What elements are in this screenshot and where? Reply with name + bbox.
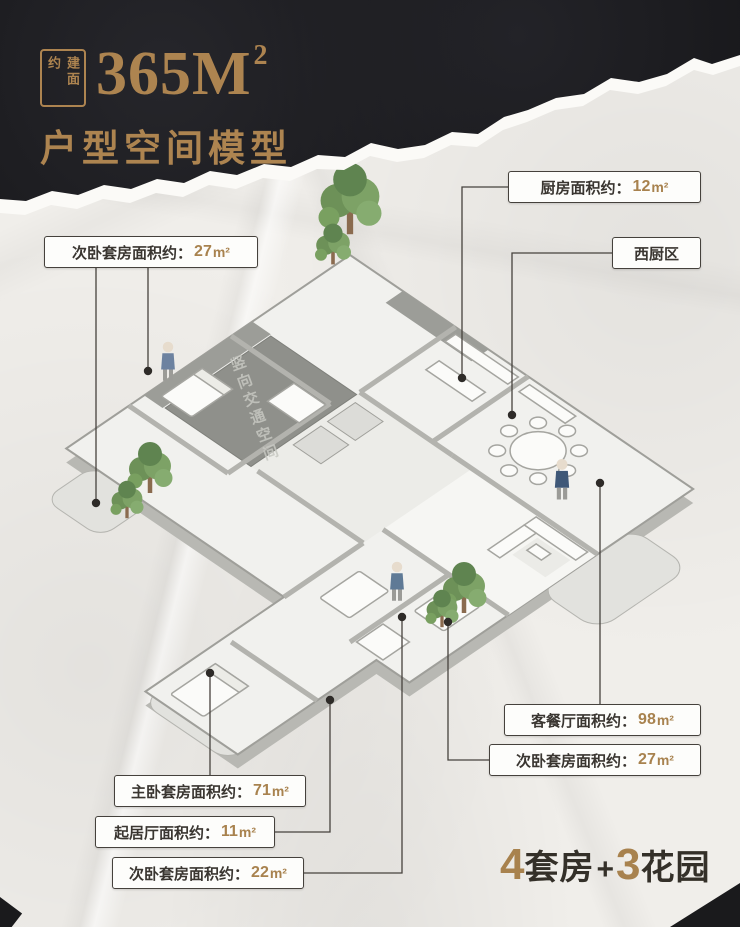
callout-label: 主卧套房面积约：	[131, 783, 252, 801]
callout-unit: m²	[651, 179, 669, 195]
area-number: 365M	[96, 40, 252, 108]
building	[0, 255, 740, 769]
callout-label: 次卧套房面积约：	[516, 752, 637, 770]
corridor-floor	[250, 392, 473, 544]
elevator-shaft-2	[293, 426, 348, 464]
callout-label: 次卧套房面积约：	[72, 244, 193, 262]
callout-value: 27	[638, 751, 656, 768]
area-badge: 建面约	[40, 49, 86, 107]
callout-unit: m²	[238, 824, 257, 840]
area-superscript: 2	[253, 40, 269, 71]
area-value: 365M2	[96, 40, 269, 108]
tagline-suite-count: 4	[500, 840, 525, 889]
title-block: 建面约 365M2 户型空间模型	[40, 42, 292, 172]
callout-label: 起居厅面积约：	[113, 824, 219, 842]
callout-unit: m²	[656, 752, 674, 768]
callout-label: 次卧套房面积约：	[129, 865, 250, 883]
callout-label: 客餐厅面积约：	[531, 712, 637, 730]
callout-unit: m²	[271, 783, 289, 799]
plus-sign: +	[596, 853, 615, 886]
callout-label: 西厨区	[633, 245, 679, 263]
callout-value: 22	[251, 864, 269, 881]
callout-value: 27	[194, 243, 212, 260]
callout-unit: m²	[269, 865, 287, 881]
callout-value: 98	[638, 711, 656, 728]
callout-west-kitchen: 西厨区	[612, 237, 701, 269]
tagline-suite-label: 套房	[524, 849, 595, 887]
callout-value: 12	[632, 178, 651, 195]
callout-unit: m²	[212, 244, 230, 260]
callout-connectors	[95, 186, 612, 874]
callout-value: 71	[253, 782, 271, 799]
callout-value: 11	[220, 823, 238, 840]
core-roof-slab	[165, 336, 356, 467]
living-floor	[383, 468, 598, 616]
page-title: 户型空间模型	[40, 128, 292, 169]
elevator-shaft-1	[328, 403, 383, 441]
tagline-garden-count: 3	[616, 840, 641, 889]
tagline-garden-label: 花园	[640, 849, 711, 887]
callout-unit: m²	[656, 712, 674, 728]
callout-dots	[91, 366, 605, 705]
callout-label: 厨房面积约：	[540, 179, 631, 197]
